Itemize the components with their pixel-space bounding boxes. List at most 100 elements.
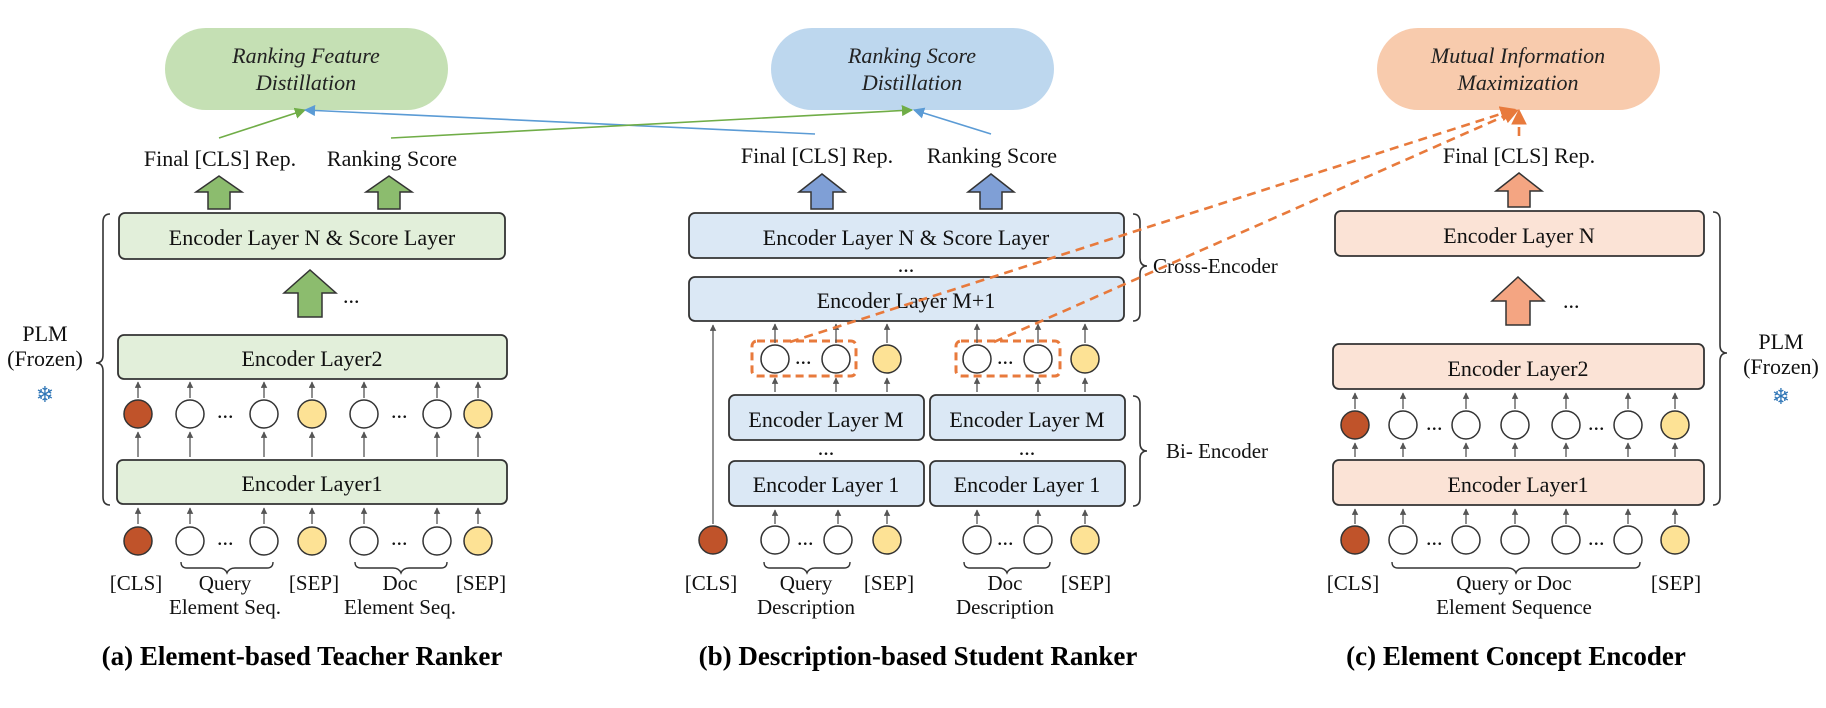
query-brace: [180, 561, 274, 575]
small-arrows: [134, 381, 482, 524]
oval-b-line2: Distillation: [861, 70, 962, 95]
distillation-connectors: [218, 104, 992, 139]
input-sep1: [SEP]: [289, 571, 339, 595]
input-query: Query: [199, 571, 252, 595]
encoder-layer-m-left-label: Encoder Layer M: [748, 407, 903, 432]
up-arrow-icon: [796, 173, 848, 210]
input-sep: [SEP]: [1651, 571, 1701, 595]
input-doc: Doc: [988, 571, 1023, 595]
ellipsis: ...: [217, 525, 234, 550]
ranking-score-distillation-oval: [771, 28, 1054, 110]
ranking-feature-distillation-oval: [165, 28, 448, 110]
input-doc: Doc: [383, 571, 418, 595]
small-arrows: [709, 323, 1089, 524]
ellipsis: ...: [1426, 525, 1443, 550]
caption-b: (b) Description-based Student Ranker: [699, 641, 1138, 671]
ellipsis: ...: [1426, 410, 1443, 435]
query-pool-dashed-box: [750, 339, 858, 378]
input-query-desc: Description: [757, 595, 855, 619]
snowflake-icon: ❄: [36, 383, 54, 408]
ellipsis: ...: [391, 398, 408, 423]
bi-encoder-label: Bi- Encoder: [1166, 439, 1268, 463]
up-arrow-icon: [965, 173, 1017, 210]
oval-a-line2: Distillation: [255, 70, 356, 95]
up-arrow-icon: [1493, 172, 1545, 208]
ellipsis: ...: [343, 283, 360, 308]
oval-b-line1: Ranking Score: [847, 43, 976, 68]
up-arrow-icon: [363, 175, 415, 210]
plm-frozen-label: (Frozen): [1743, 354, 1819, 379]
ellipsis: ...: [217, 398, 234, 423]
caption-c: (c) Element Concept Encoder: [1346, 641, 1686, 671]
oval-a-line1: Ranking Feature: [231, 43, 380, 68]
snowflake-icon: ❄: [1772, 385, 1790, 410]
sequence-brace: [1391, 561, 1641, 575]
ellipsis: ...: [1563, 288, 1580, 313]
encoder-layer-n-score-label: Encoder Layer N & Score Layer: [763, 225, 1050, 250]
encoder-layer-1-left-box: [728, 460, 925, 507]
ellipsis: ...: [1588, 525, 1605, 550]
encoder-layer-n-label: Encoder Layer N: [1443, 223, 1595, 248]
plm-frozen-label: (Frozen): [7, 346, 83, 371]
token-row-input: [698, 525, 1100, 555]
ellipsis: ...: [1019, 435, 1036, 460]
plm-bracket: [1712, 211, 1728, 506]
cross-encoder-bracket: [1132, 213, 1148, 322]
encoder-layer-1-right-box: [929, 460, 1126, 507]
query-brace: [763, 561, 851, 575]
encoder-layer-m-left-box: [728, 394, 925, 441]
ellipsis: ...: [818, 435, 835, 460]
up-arrow-icon: [282, 268, 338, 318]
input-cls: [CLS]: [1327, 571, 1380, 595]
doc-pool-dashed-box: [954, 339, 1062, 378]
final-cls-rep-label: Final [CLS] Rep.: [144, 146, 296, 171]
small-arrows: [1351, 392, 1679, 524]
input-query: Query: [780, 571, 833, 595]
ellipsis: ...: [795, 344, 812, 369]
encoder-layer-n-score-label: Encoder Layer N & Score Layer: [169, 225, 456, 250]
encoder-layer-1-right-label: Encoder Layer 1: [954, 472, 1101, 497]
encoder-layer2-box: [1332, 343, 1705, 390]
encoder-layer1-label: Encoder Layer1: [241, 471, 382, 496]
input-doc-seq: Element Seq.: [344, 595, 456, 619]
panel-c: Mutual Information Maximization Final [C…: [1327, 28, 1819, 671]
encoder-layer2-box: [117, 334, 508, 380]
input-cls: [CLS]: [685, 571, 738, 595]
ellipsis: ...: [898, 252, 915, 277]
token-row-mid: [123, 399, 493, 429]
input-query-seq: Element Seq.: [169, 595, 281, 619]
encoder-layer-n-box: [1334, 210, 1705, 257]
input-seq: Query or Doc: [1456, 571, 1571, 595]
encoder-layer2-label: Encoder Layer2: [1447, 356, 1588, 381]
ranking-score-label: Ranking Score: [327, 146, 457, 171]
input-seq-line2: Element Sequence: [1436, 595, 1592, 619]
oval-c-line2: Maximization: [1457, 70, 1579, 95]
cross-encoder-label: Cross-Encoder: [1153, 254, 1278, 278]
plm-label: PLM: [22, 321, 67, 346]
up-arrow-icon: [193, 175, 245, 210]
doc-brace: [963, 561, 1051, 575]
token-row-mid: [1340, 410, 1690, 440]
input-sep1: [SEP]: [864, 571, 914, 595]
encoder-layer-n-score-box: [118, 212, 506, 260]
plm-label: PLM: [1758, 329, 1803, 354]
final-cls-rep-label: Final [CLS] Rep.: [741, 143, 893, 168]
panel-b: Ranking Score Distillation Final [CLS] R…: [685, 28, 1278, 671]
ranking-score-label: Ranking Score: [927, 143, 1057, 168]
mutual-information-connectors: [789, 106, 1527, 344]
input-sep2: [SEP]: [1061, 571, 1111, 595]
bi-encoder-bracket: [1132, 395, 1148, 507]
ellipsis: ...: [997, 344, 1014, 369]
plm-bracket: [95, 213, 111, 506]
token-row-input: [1340, 525, 1690, 555]
final-cls-rep-label: Final [CLS] Rep.: [1443, 143, 1595, 168]
encoder-layer-m1-box: [688, 276, 1125, 322]
caption-a: (a) Element-based Teacher Ranker: [102, 641, 503, 671]
token-row-mid: [760, 344, 1100, 374]
encoder-layer-m-right-label: Encoder Layer M: [949, 407, 1104, 432]
mutual-information-oval: [1377, 28, 1660, 110]
encoder-layer1-label: Encoder Layer1: [1447, 472, 1588, 497]
encoder-layer1-box: [1332, 459, 1705, 506]
ellipsis: ...: [1588, 410, 1605, 435]
